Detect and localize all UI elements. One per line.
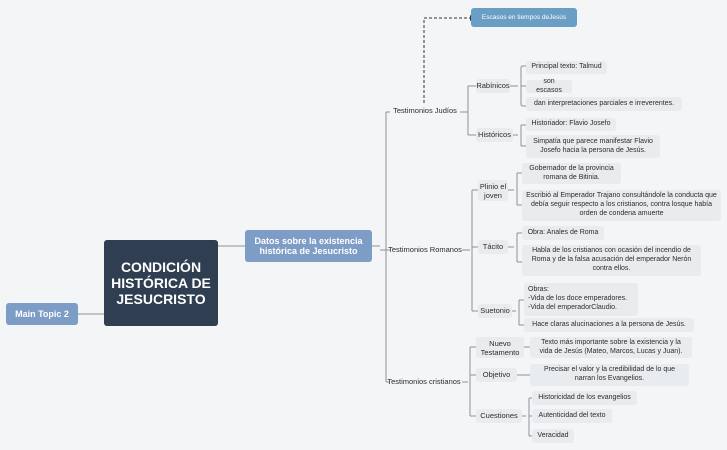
- cuestiones-item-2[interactable]: Autenticidad del texto: [532, 409, 612, 423]
- plinio-item-2[interactable]: Escribió al Emperador Trajano consultánd…: [522, 190, 721, 221]
- rabinicos-item-3[interactable]: dan interpretaciones parciales e irrever…: [526, 97, 682, 111]
- rabinicos-item-2[interactable]: son escasos: [526, 78, 572, 94]
- tacito-item-2[interactable]: Habla de los cristianos con ocasión del …: [522, 245, 701, 276]
- suetonio-item-2[interactable]: Hace claras alucinaciones a la persona d…: [524, 318, 694, 332]
- plinio-item-1[interactable]: Gobernador de la provincia romana de Bit…: [522, 163, 621, 184]
- cuestiones-item-1[interactable]: Historicidad de los evangelios: [532, 391, 637, 405]
- tacito-node[interactable]: Tácito: [478, 240, 508, 254]
- central-topic-node[interactable]: CONDICIÓN HISTÓRICA DE JESUCRISTO: [104, 240, 218, 326]
- objetivo-item-1[interactable]: Precisar el valor y la credibilidad de l…: [530, 364, 689, 386]
- callout-node[interactable]: Escasos en tiempos deJesús: [471, 8, 577, 27]
- historicos-item-1[interactable]: Historiador: Flavio Josefo: [526, 118, 616, 131]
- nuevo-testamento-item-1[interactable]: Texto más importante sobre la existencia…: [530, 337, 692, 358]
- testimonios-cristianos-node[interactable]: Testimonios cristianos: [387, 376, 461, 386]
- main-topic-2-node[interactable]: Main Topic 2: [6, 303, 78, 325]
- plinio-node[interactable]: Plinio el joven: [478, 180, 508, 201]
- rabinicos-node[interactable]: Rabínicos: [476, 79, 510, 93]
- tacito-item-1[interactable]: Obra: Anales de Roma: [522, 226, 604, 240]
- nuevo-testamento-node[interactable]: Nuevo Testamento: [476, 337, 524, 358]
- testimonios-judios-node[interactable]: Testimonios Judíos: [393, 105, 457, 115]
- objetivo-node[interactable]: Objetivo: [476, 368, 517, 382]
- rabinicos-item-1[interactable]: Principal texto: Talmud: [526, 61, 607, 74]
- main-branch-node[interactable]: Datos sobre la existencia histórica de J…: [245, 230, 372, 262]
- suetonio-item-1[interactable]: Obras: -Vida de los doce emperadores. -V…: [524, 283, 638, 316]
- historicos-node[interactable]: Históricos: [476, 128, 513, 142]
- cuestiones-item-3[interactable]: Veracidad: [532, 429, 574, 443]
- historicos-item-2[interactable]: Simpatía que parece manifestar Flavio Jo…: [526, 135, 660, 158]
- testimonios-romanos-node[interactable]: Testimonios Romanos: [388, 244, 462, 254]
- cuestiones-node[interactable]: Cuestiones: [476, 409, 522, 423]
- suetonio-node[interactable]: Suetonio: [478, 304, 512, 318]
